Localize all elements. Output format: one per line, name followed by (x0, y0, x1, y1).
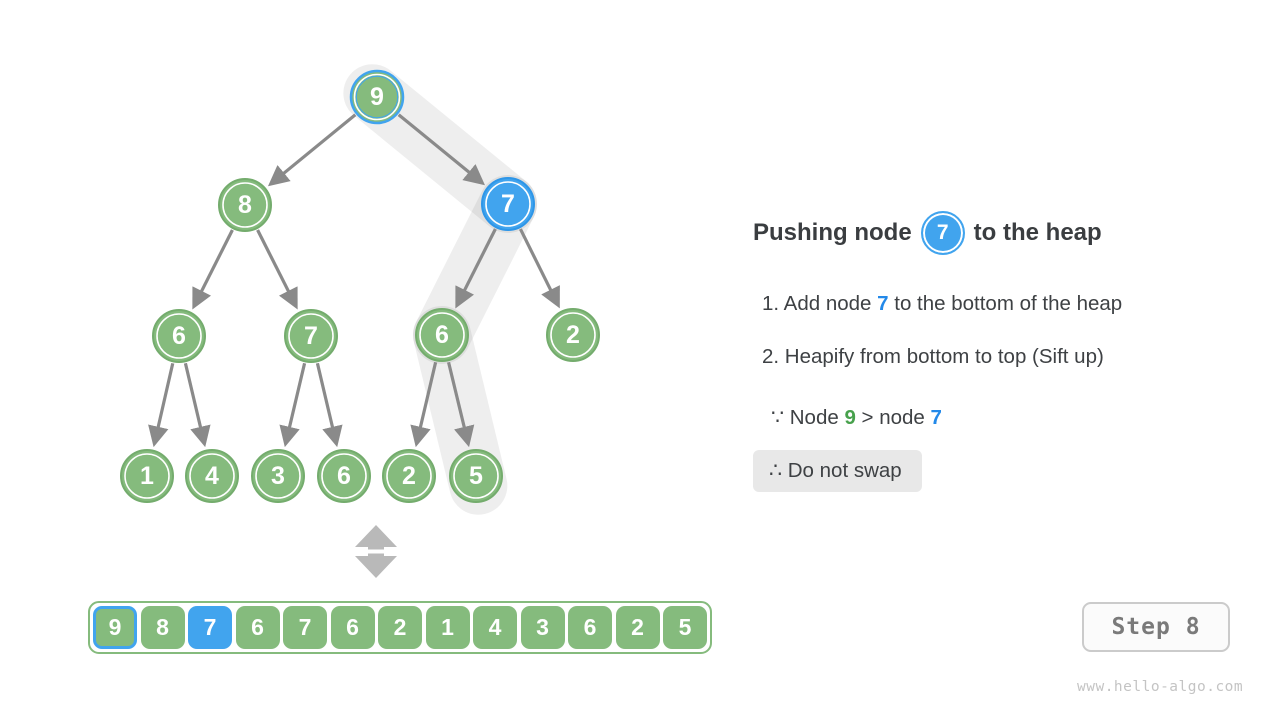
array-cell: 6 (330, 606, 375, 649)
array-cell: 4 (473, 606, 517, 649)
sift-path-highlight (343, 64, 537, 515)
tree-edges (148, 113, 560, 448)
tree-node: 2 (546, 308, 600, 362)
step-list-item: 2. Heapify from bottom to top (Sift up) (762, 345, 1104, 369)
tree-node: 5 (449, 449, 503, 503)
tree-node: 6 (317, 449, 371, 503)
array-cell: 7 (188, 606, 232, 649)
site-url-label: www.hello-algo.com (1077, 679, 1244, 695)
array-cell: 5 (663, 606, 707, 649)
tree-nodes: 9 8 7 6 7 6 2 1 4 3 6 2 5 (120, 69, 600, 503)
array-cell: 3 (520, 606, 565, 649)
tree-edge (455, 228, 497, 309)
text-fragment: ∵ Node (771, 406, 845, 429)
tree-node-value: 5 (469, 462, 483, 490)
tree-array-swap-icon (355, 525, 397, 578)
because-statement: ∵ Node 9 > node 7 (771, 405, 942, 430)
array-cell: 6 (568, 606, 612, 649)
tree-node-value: 3 (271, 462, 285, 490)
tree-node: 9 (349, 69, 405, 125)
tree-node: 2 (382, 449, 436, 503)
tree-node-value: 9 (370, 83, 384, 111)
tree-edge (397, 113, 486, 186)
tree-edge (410, 361, 438, 448)
tree-node: 7 (284, 309, 338, 363)
tree-edge (256, 229, 298, 310)
tree-edge (315, 362, 343, 448)
tree-node: 7 (481, 177, 535, 231)
array-cell: 2 (378, 606, 422, 649)
tree-node: 3 (251, 449, 305, 503)
array-cell: 6 (235, 606, 280, 649)
array-cell: 9 (93, 606, 137, 649)
tree-node-value: 8 (238, 191, 252, 219)
tree-edge (183, 362, 211, 448)
tree-node-value: 4 (205, 462, 219, 490)
therefore-text: ∴ Do not swap (769, 459, 902, 482)
tree-node: 6 (152, 309, 206, 363)
tree-node-value: 6 (172, 322, 186, 350)
tree-edge (192, 229, 234, 310)
tree-edge (447, 361, 475, 448)
step-list-item: 1. Add node 7 to the bottom of the heap (762, 292, 1122, 316)
step-badge-label: Step 8 (1111, 614, 1201, 640)
text-fragment: 2. Heapify from bottom to top (Sift up) (762, 345, 1104, 368)
panel-title-suffix: to the heap (973, 219, 1102, 246)
tree-node-value: 6 (337, 462, 351, 490)
node-value-ref: 7 (877, 292, 889, 315)
array-cell: 8 (140, 606, 185, 649)
tree-node-value: 1 (140, 462, 154, 490)
array-cell: 7 (283, 606, 327, 649)
tree-node-value: 7 (304, 322, 318, 350)
tree-node: 1 (120, 449, 174, 503)
therefore-statement: ∴ Do not swap (753, 450, 922, 492)
node-value-ref: 9 (844, 406, 856, 429)
tree-node-value: 2 (566, 321, 580, 349)
tree-node-value: 7 (501, 190, 515, 218)
text-fragment: 1. Add node (762, 292, 878, 315)
tree-node-value: 2 (402, 462, 416, 490)
tree-edge (519, 228, 560, 309)
pushed-node-value: 7 (936, 221, 949, 244)
array-cell: 1 (425, 606, 470, 649)
tree-node-value: 6 (435, 321, 449, 349)
step-badge-button[interactable]: Step 8 (1082, 602, 1230, 652)
tree-edge (148, 362, 175, 448)
tree-node: 8 (218, 178, 272, 232)
tree-edge (279, 362, 307, 448)
panel-title: Pushing node 7 to the heap (753, 211, 1102, 255)
node-value-ref: 7 (930, 406, 942, 429)
panel-title-prefix: Pushing node (753, 219, 912, 246)
tree-node: 4 (185, 449, 239, 503)
array-cell: 2 (615, 606, 660, 649)
tree-edge (267, 113, 357, 187)
tree-node: 6 (415, 308, 469, 362)
pushed-node-icon: 7 (920, 211, 965, 255)
text-fragment: > node (855, 406, 931, 429)
text-fragment: to the bottom of the heap (888, 292, 1123, 315)
